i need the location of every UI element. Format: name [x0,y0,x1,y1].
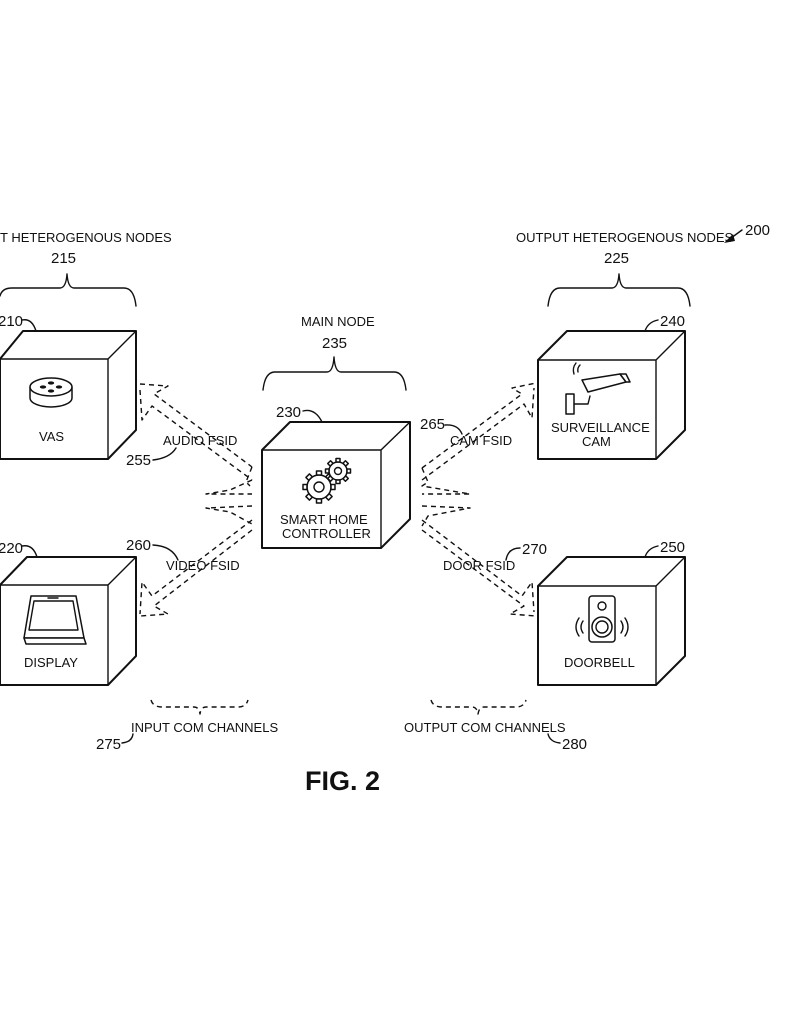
output-com-label: OUTPUT COM CHANNELS [404,720,566,735]
vas-ref: 210 [0,313,23,330]
input-com-leader [121,733,134,744]
main-node-label: MAIN NODE [301,314,375,329]
display-label: DISPLAY [24,655,78,670]
door-channel-ref: 270 [522,541,547,558]
main-node-brace [262,356,407,391]
cam-channel [421,382,537,495]
gears-icon [302,457,352,504]
speaker-icon [29,377,73,408]
camera-icon [565,362,631,415]
audio-channel-ref: 255 [126,452,151,469]
doorbell-icon [575,595,629,643]
audio-channel-leader [152,447,177,461]
door-channel [421,505,537,617]
controller-label-line1: SMART HOME [280,512,368,527]
input-com-brace [150,699,249,715]
output-nodes-brace [547,273,691,307]
video-channel [139,505,253,617]
input-nodes-brace [0,273,137,307]
vas-label: VAS [39,429,64,444]
figure-caption: FIG. 2 [305,766,380,796]
input-nodes-ref: 215 [51,250,76,267]
input-nodes-label: T HETEROGENOUS NODES [0,230,172,245]
cam-channel-leader [444,424,463,435]
door-channel-label: DOOR FSID [443,558,515,573]
audio-channel-label: AUDIO FSID [163,433,237,448]
display-ref: 220 [0,540,23,557]
video-channel-ref: 260 [126,537,151,554]
surveillance-ref: 240 [660,313,685,330]
controller-node [261,421,411,549]
controller-label-line2: CONTROLLER [282,526,371,541]
output-com-leader [547,733,561,744]
display-icon [23,595,87,645]
main-node-ref: 235 [322,335,347,352]
surveillance-node [537,330,686,460]
input-com-ref: 275 [96,736,121,753]
input-com-label: INPUT COM CHANNELS [131,720,278,735]
video-channel-label: VIDEO FSID [166,558,240,573]
figure-ref-arrowhead [724,234,735,243]
doorbell-ref-leader [644,545,659,558]
audio-channel [139,383,253,495]
cam-channel-ref: 265 [420,416,445,433]
output-com-brace [430,699,527,715]
doorbell-ref: 250 [660,539,685,556]
output-com-ref: 280 [562,736,587,753]
display-ref-leader [21,545,38,558]
doorbell-label: DOORBELL [564,655,635,670]
controller-ref-leader [302,409,323,423]
surveillance-label-line1: SURVEILLANCE [551,420,650,435]
surveillance-ref-leader [644,319,659,332]
figure-ref-number: 200 [745,222,770,239]
vas-ref-leader [21,319,37,332]
cam-channel-label: CAM FSID [450,433,512,448]
surveillance-label-line2: CAM [582,434,611,449]
video-channel-leader [152,544,179,561]
controller-ref: 230 [276,404,301,421]
output-nodes-ref: 225 [604,250,629,267]
output-nodes-label: OUTPUT HETEROGENOUS NODES [516,230,734,245]
door-channel-leader [505,547,521,561]
